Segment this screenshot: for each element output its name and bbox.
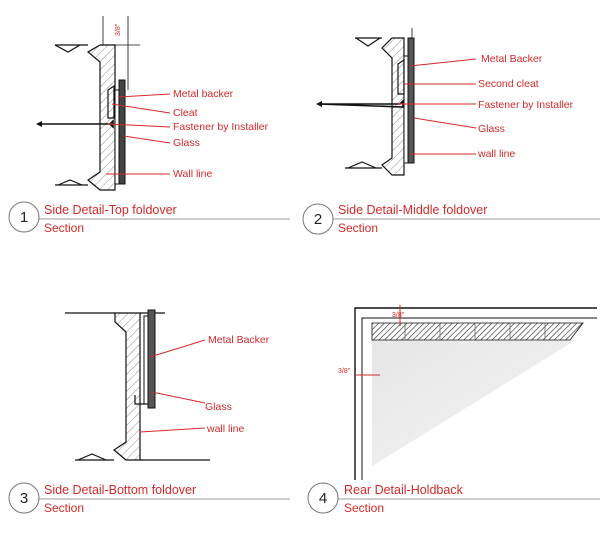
label-fastener: Fastener by Installer bbox=[478, 99, 574, 111]
label-cleat: Cleat bbox=[173, 107, 198, 119]
metal-backer bbox=[403, 55, 409, 164]
detail-subtitle: Section bbox=[44, 501, 84, 515]
caption-detail-3: 3 Side Detail-Bottom foldover Section bbox=[8, 482, 290, 515]
detail-4-drawing: 3/8" 3/8" bbox=[338, 305, 597, 480]
detail-number: 4 bbox=[319, 490, 327, 507]
label-glass: Glass bbox=[478, 123, 505, 135]
detail-title: Side Detail-Bottom foldover bbox=[44, 483, 196, 497]
bottom-foldover bbox=[134, 395, 148, 405]
detail-number: 2 bbox=[314, 211, 322, 228]
detail-subtitle: Section bbox=[338, 221, 378, 235]
wall-section bbox=[112, 312, 141, 461]
label-wall-line: wall line bbox=[206, 423, 245, 435]
detail-number: 3 bbox=[20, 490, 28, 507]
label-wall-line: Wall line bbox=[173, 168, 212, 180]
caption-detail-2: 2 Side Detail-Middle foldover Section bbox=[302, 203, 600, 235]
label-metal-backer: Metal Backer bbox=[481, 53, 543, 65]
label-glass: Glass bbox=[173, 137, 200, 149]
fastener bbox=[317, 99, 404, 108]
detail-title: Rear Detail-Holdback bbox=[344, 483, 464, 497]
label-metal-backer: Metal backer bbox=[173, 88, 234, 100]
detail-3-drawing bbox=[65, 309, 210, 461]
label-glass: Glass bbox=[205, 401, 232, 413]
detail-subtitle: Section bbox=[344, 501, 384, 515]
detail-2-drawing bbox=[316, 28, 477, 176]
detail-subtitle: Section bbox=[44, 221, 84, 235]
holdback-strip bbox=[371, 322, 584, 341]
detail-1-drawing: 3/8" bbox=[36, 16, 171, 191]
detail-title: Side Detail-Top foldover bbox=[44, 203, 177, 217]
label-fastener: Fastener by Installer bbox=[173, 121, 269, 133]
metal-backer bbox=[143, 315, 149, 405]
caption-detail-4: 4 Rear Detail-Holdback Section bbox=[307, 482, 600, 515]
detail-number: 1 bbox=[20, 209, 28, 226]
label-second-cleat: Second cleat bbox=[478, 78, 539, 90]
shaded-panel bbox=[372, 340, 576, 466]
dimension-top: 3/8" bbox=[392, 312, 405, 319]
dimension-left: 3/8" bbox=[338, 368, 351, 375]
frame-outline bbox=[354, 307, 597, 480]
label-wall-line: wall line bbox=[477, 148, 516, 160]
label-metal-backer: Metal Backer bbox=[208, 334, 270, 346]
glass bbox=[118, 79, 126, 185]
glass bbox=[407, 37, 415, 164]
metal-backer bbox=[114, 89, 120, 185]
cleat bbox=[107, 84, 115, 119]
caption-detail-1: 1 Side Detail-Top foldover Section bbox=[8, 201, 290, 235]
fastener bbox=[38, 119, 114, 129]
second-cleat bbox=[397, 58, 405, 95]
dimension-3-8: 3/8" bbox=[115, 23, 122, 36]
detail-title: Side Detail-Middle foldover bbox=[338, 203, 487, 217]
glass bbox=[147, 309, 156, 409]
